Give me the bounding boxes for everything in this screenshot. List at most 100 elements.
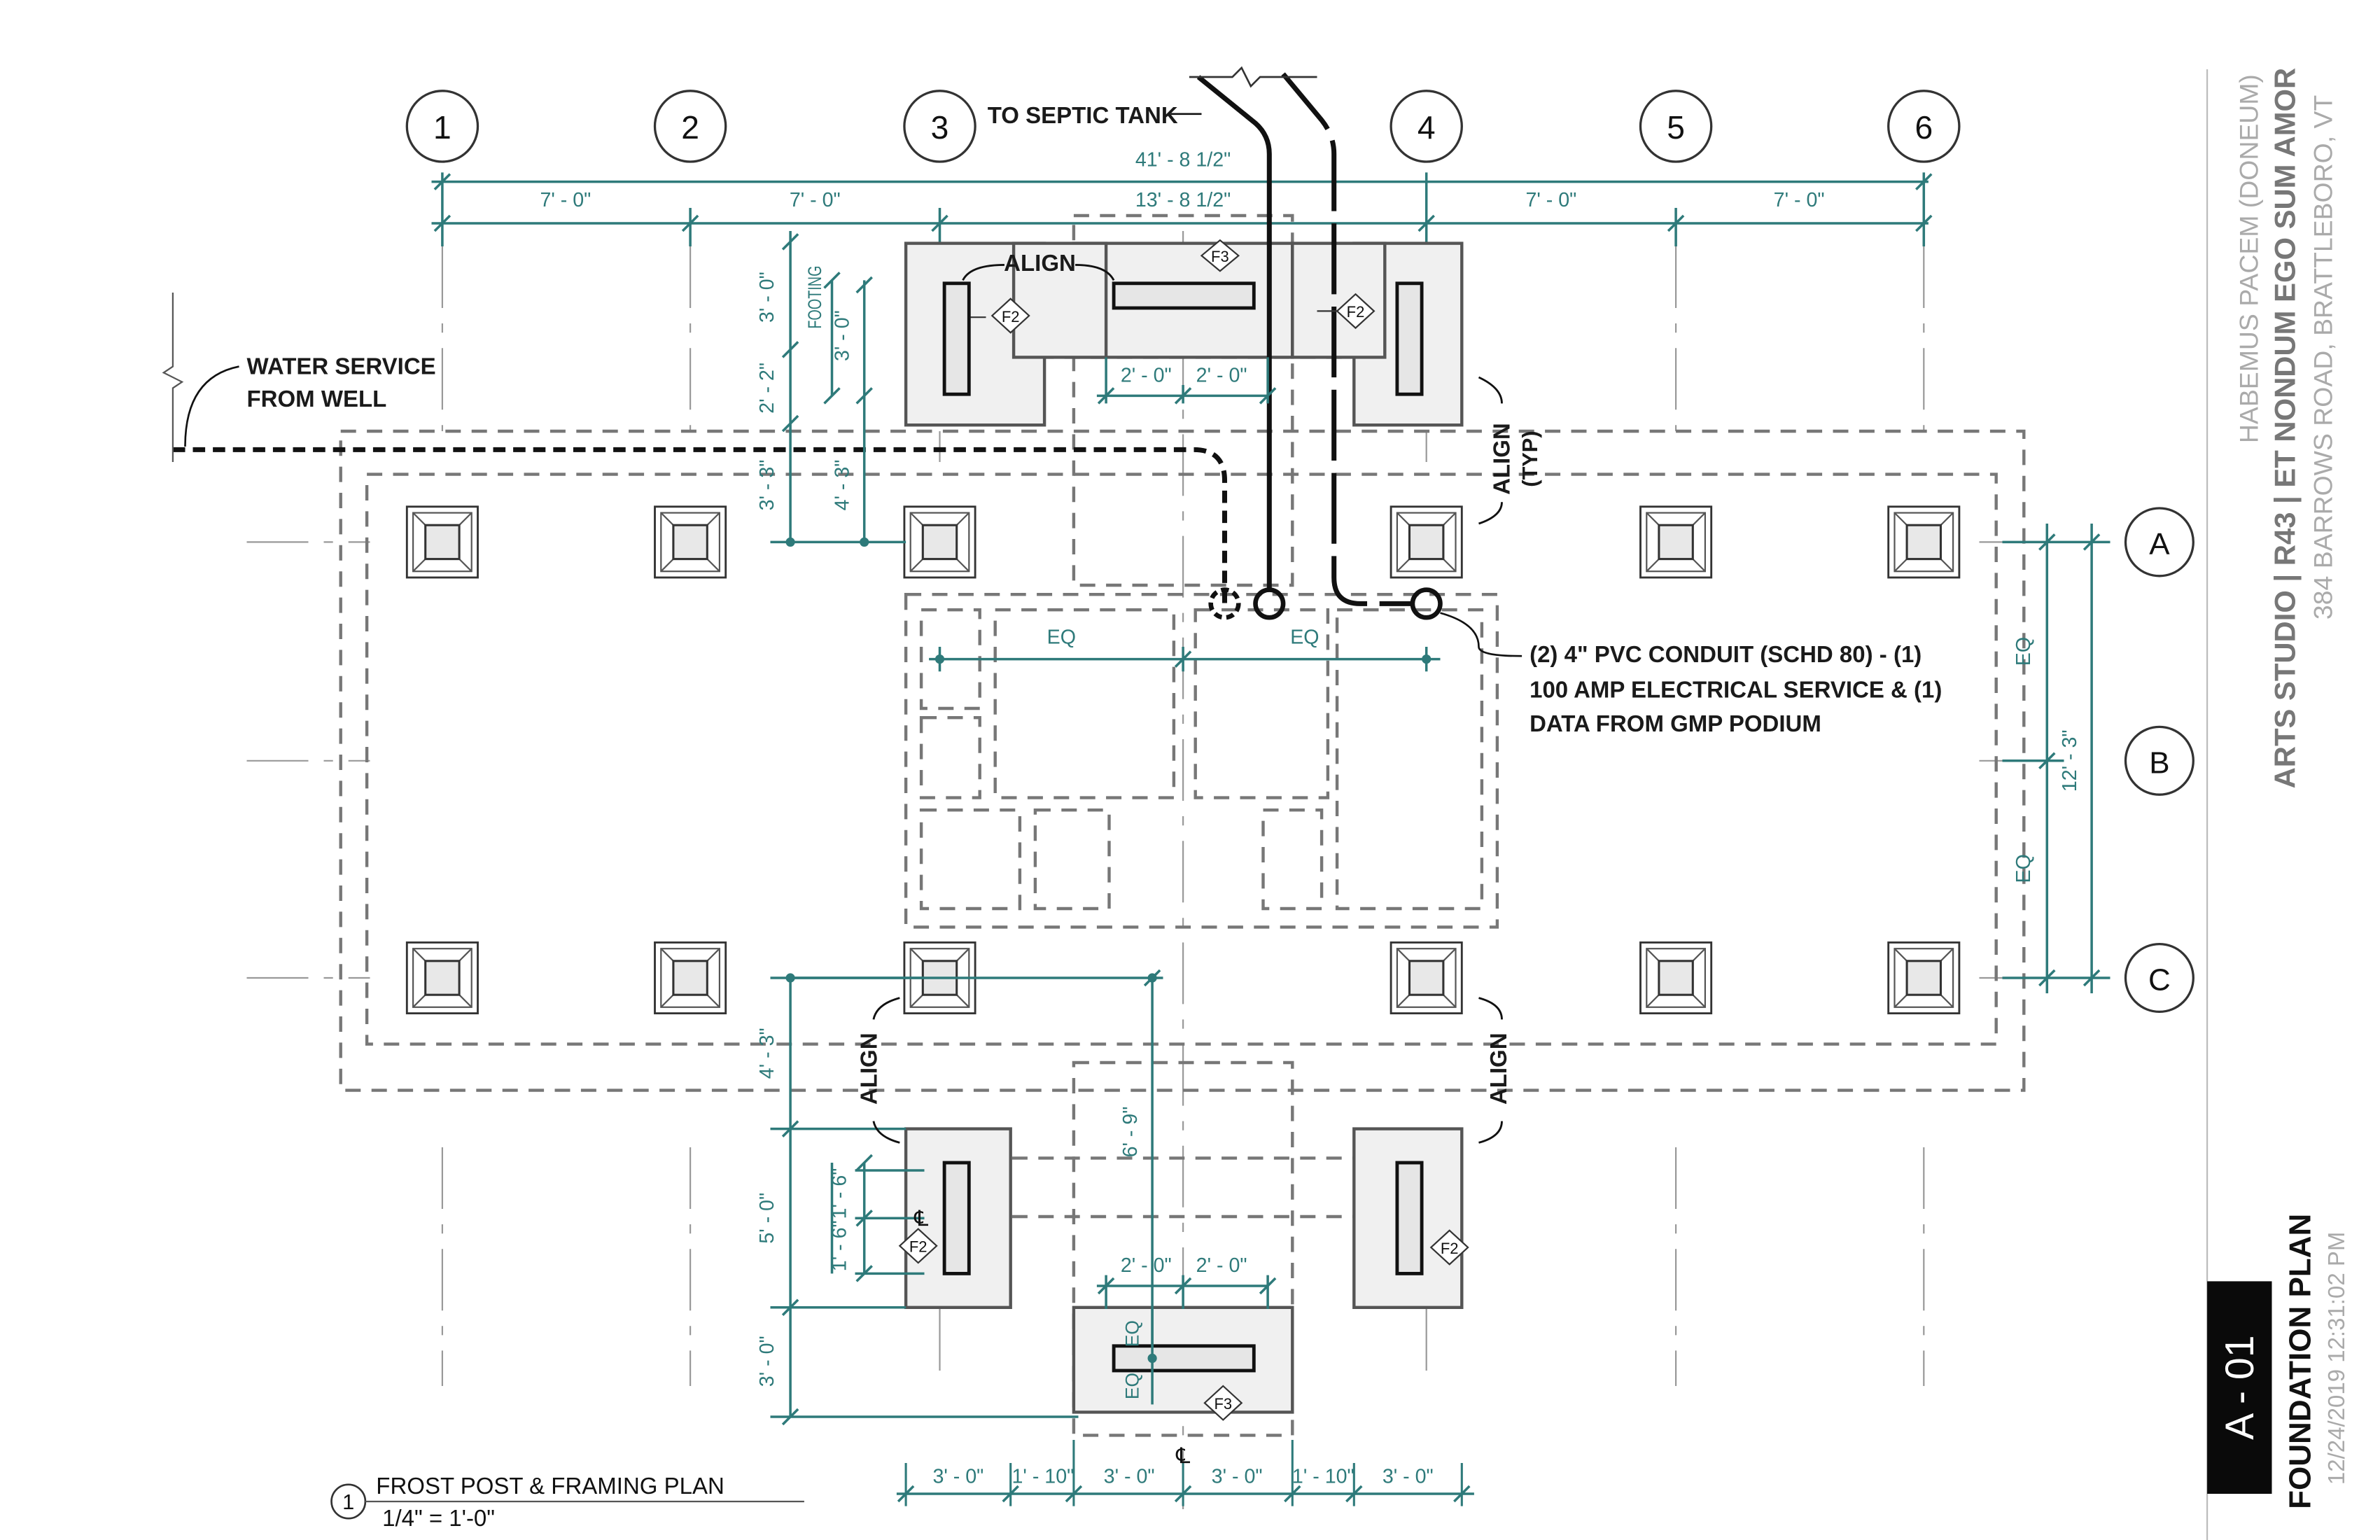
dim-bay-5-6: 7' - 0"	[1774, 189, 1825, 211]
frost-post[interactable]	[1887, 941, 1961, 1015]
dim-eq-small-a: EQ	[1121, 1320, 1142, 1347]
tag-f2-top-left[interactable]: F2	[990, 298, 1030, 334]
frost-post[interactable]	[1390, 941, 1463, 1015]
dim-eq-left: EQ	[1047, 626, 1076, 649]
title-block: HABEMUS PACEM (DONEUM) ARTS STUDIO | R43…	[2206, 68, 2349, 1540]
grid-bubble-6[interactable]: 6	[1887, 90, 1961, 163]
frost-post[interactable]	[1639, 505, 1713, 579]
view-scale: 1/4" = 1'-0"	[382, 1505, 495, 1531]
sheet-number: A - 01	[2218, 1335, 2262, 1439]
grid-row-bubbles: A B C	[2124, 507, 2194, 1014]
dim-3-0-low: 3' - 0"	[756, 1336, 778, 1387]
grid-bubble-3-label: 3	[931, 109, 949, 146]
grid-bubble-c-label: C	[2148, 963, 2171, 997]
dim-4-3-bot: 4' - 3"	[756, 1028, 778, 1079]
dim-bottom-6: 3' - 0"	[1382, 1466, 1434, 1488]
grid-bubble-c[interactable]: C	[2124, 942, 2194, 1014]
dim-footing-3-0-a: 3' - 0"	[756, 272, 778, 323]
dim-bottom-3: 3' - 0"	[1104, 1466, 1155, 1488]
dim-5-0: 5' - 0"	[756, 1193, 778, 1244]
septic-sleeve[interactable]	[1253, 587, 1286, 620]
dim-bay-2-3: 7' - 0"	[790, 189, 841, 211]
frost-posts	[405, 505, 1961, 1015]
dim-6-9: 6' - 9"	[1119, 1107, 1142, 1158]
bottom-dimension-string: 3' - 0" 1' - 10" 3' - 0" 3' - 0" 1' - 10…	[896, 1440, 1474, 1506]
label-water-service-2: FROM WELL	[247, 386, 387, 412]
dim-2-0-c: 2' - 0"	[1121, 1254, 1172, 1277]
tag-f2-bottom-right[interactable]: F2	[1429, 1229, 1469, 1266]
label-conduit-2: 100 AMP ELECTRICAL SERVICE & (1)	[1530, 677, 1942, 703]
dim-bottom-2: 1' - 10"	[1012, 1466, 1074, 1488]
grid-bubble-a-label: A	[2149, 527, 2170, 561]
footing-wall-top-left[interactable]	[942, 281, 971, 396]
footing-tags: F3 F2 F2 F2 F2 F3	[898, 239, 1469, 1421]
dim-overall-top: 41' - 8 1/2"	[1135, 149, 1231, 172]
sheet-timestamp: 12/24/2019 12:31:02 PM	[2323, 1232, 2349, 1485]
frost-post[interactable]	[1390, 505, 1463, 579]
view-name: FROST POST & FRAMING PLAN	[376, 1473, 724, 1499]
label-septic: TO SEPTIC TANK	[988, 102, 1178, 128]
frost-post[interactable]	[903, 505, 976, 579]
footing-wall-bottom-right[interactable]	[1395, 1161, 1424, 1275]
frost-post[interactable]	[1887, 505, 1961, 579]
centerline-symbol-left: ℄	[913, 1206, 928, 1231]
dim-2-2: 2' - 2"	[756, 363, 778, 414]
dim-bay-1-2: 7' - 0"	[540, 189, 591, 211]
footing-top-right-link	[1291, 241, 1387, 359]
water-service-sleeve[interactable]	[1208, 587, 1241, 620]
tag-f3-top[interactable]: F3	[1200, 239, 1240, 272]
grid-bubble-4-label: 4	[1418, 109, 1436, 146]
dim-bay-3-4: 13' - 8 1/2"	[1135, 189, 1231, 211]
view-title: 1 FROST POST & FRAMING PLAN 1/4" = 1'-0"	[330, 1473, 804, 1531]
annotations: ALIGN ALIGN (TYP) ALIGN ALIGN TO SEPTIC …	[184, 102, 1942, 1468]
sheet-number-box	[2207, 1281, 2272, 1494]
dim-bottom-1: 3' - 0"	[932, 1466, 983, 1488]
footing-wall-top-right[interactable]	[1395, 281, 1424, 396]
dim-1-6-a: 1' - 6"	[828, 1168, 850, 1219]
dim-eq-v-bot: EQ	[2012, 854, 2035, 883]
frost-post[interactable]	[1639, 941, 1713, 1015]
grid-bubble-b[interactable]: B	[2124, 725, 2194, 796]
grid-bubble-2[interactable]: 2	[653, 90, 727, 163]
dim-bottom-4: 3' - 0"	[1212, 1466, 1263, 1488]
centerline-symbol-bottom: ℄	[1175, 1443, 1190, 1468]
tag-f2-top-right[interactable]: F2	[1336, 293, 1376, 330]
footing-wall-bottom-left[interactable]	[942, 1161, 971, 1275]
label-water-service-1: WATER SERVICE	[247, 354, 436, 379]
septic-line[interactable]	[1196, 75, 1272, 589]
label-align-bottom-right: ALIGN	[1485, 1032, 1511, 1105]
footing-wall-top-center[interactable]	[1112, 281, 1256, 310]
title-block-motto: HABEMUS PACEM (DONEUM)	[2234, 74, 2264, 443]
frost-post[interactable]	[654, 941, 727, 1015]
frost-post[interactable]	[654, 505, 727, 579]
svg-text:F2: F2	[1347, 303, 1365, 321]
dim-1-6-b: 1' - 6"	[828, 1220, 850, 1271]
dim-4-3-top: 4' - 3"	[832, 460, 854, 511]
tag-f3-bottom[interactable]: F3	[1203, 1385, 1243, 1421]
left-top-dimensions: 3' - 0" FOOTING 3' - 0" 2' - 2" 3' - 3" …	[756, 231, 906, 547]
label-typ: (TYP)	[1518, 430, 1542, 486]
frost-post[interactable]	[405, 505, 479, 579]
top-dimension-strings: 41' - 8 1/2" 7' - 0" 7' - 0" 13' - 8 1/2…	[431, 149, 1933, 246]
conduit-sleeve[interactable]	[1410, 587, 1443, 620]
dim-eq-small-b: EQ	[1121, 1373, 1142, 1399]
tag-f2-bottom-left[interactable]: F2	[898, 1228, 938, 1264]
grid-bubble-3[interactable]: 3	[903, 90, 976, 163]
water-service-line[interactable]	[172, 447, 1228, 604]
dim-3-3: 3' - 3"	[756, 460, 778, 511]
dim-eq-right: EQ	[1290, 626, 1319, 649]
grid-bubble-1-label: 1	[433, 109, 451, 146]
dim-eq-v-top: EQ	[2012, 637, 2035, 666]
grid-bubble-a[interactable]: A	[2124, 507, 2194, 578]
frost-post[interactable]	[405, 941, 479, 1015]
footing-wall-bottom-center[interactable]	[1112, 1344, 1256, 1373]
grid-bubble-4[interactable]: 4	[1390, 90, 1463, 163]
footing-top-center-link	[1011, 241, 1108, 359]
grid-bubble-1[interactable]: 1	[405, 90, 479, 163]
conduit-line[interactable]	[1281, 72, 1415, 606]
grid-bubble-5[interactable]: 5	[1639, 90, 1713, 163]
label-align-typ: ALIGN	[1489, 423, 1515, 495]
grid-bubble-5-label: 5	[1667, 109, 1685, 146]
label-conduit-3: DATA FROM GMP PODIUM	[1530, 710, 1821, 736]
